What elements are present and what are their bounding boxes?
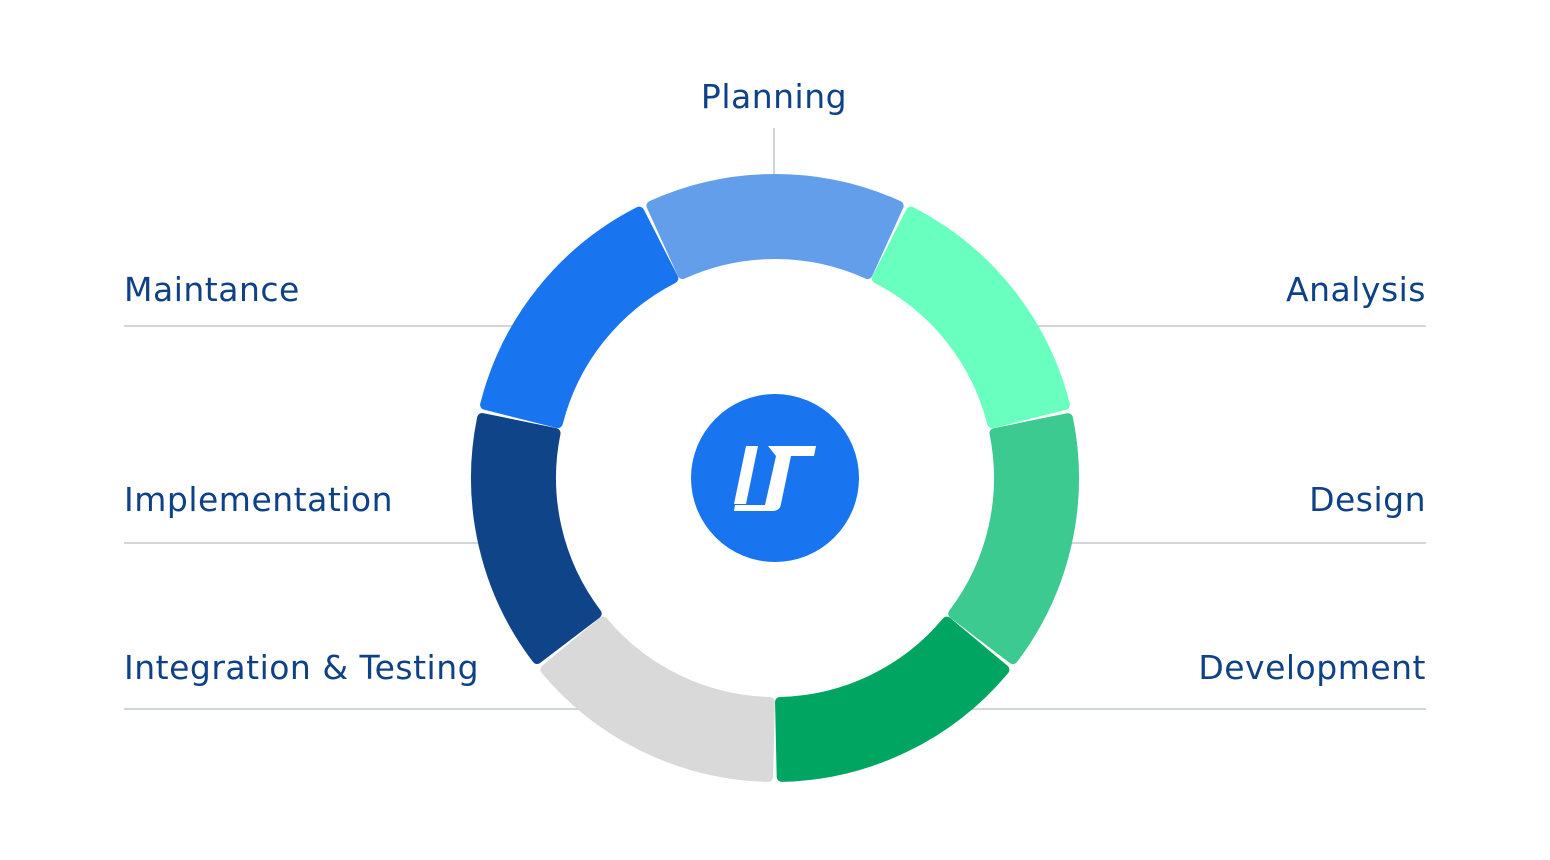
phase-label-maintance: Maintance — [124, 270, 300, 309]
ring-segment-integration-testing — [540, 616, 775, 782]
ring-segment-design — [948, 413, 1079, 665]
company-logo-icon — [734, 446, 816, 511]
phase-label-integration-testing: Integration & Testing — [124, 648, 480, 687]
center-logo — [691, 394, 859, 562]
phase-label-planning: Planning — [700, 77, 848, 116]
ring-segment-maintance — [480, 206, 679, 429]
phase-label-analysis: Analysis — [1286, 270, 1426, 309]
phase-label-implementation: Implementation — [124, 480, 394, 519]
ring-segment-analysis — [871, 206, 1070, 429]
phase-label-development: Development — [1198, 648, 1426, 687]
ring-segment-development — [775, 616, 1010, 782]
cycle-ring — [471, 174, 1079, 782]
ring-segment-implementation — [471, 413, 602, 665]
ring-segment-planning — [646, 174, 904, 280]
leader-lines — [124, 128, 1426, 710]
phase-label-design: Design — [1309, 480, 1426, 519]
